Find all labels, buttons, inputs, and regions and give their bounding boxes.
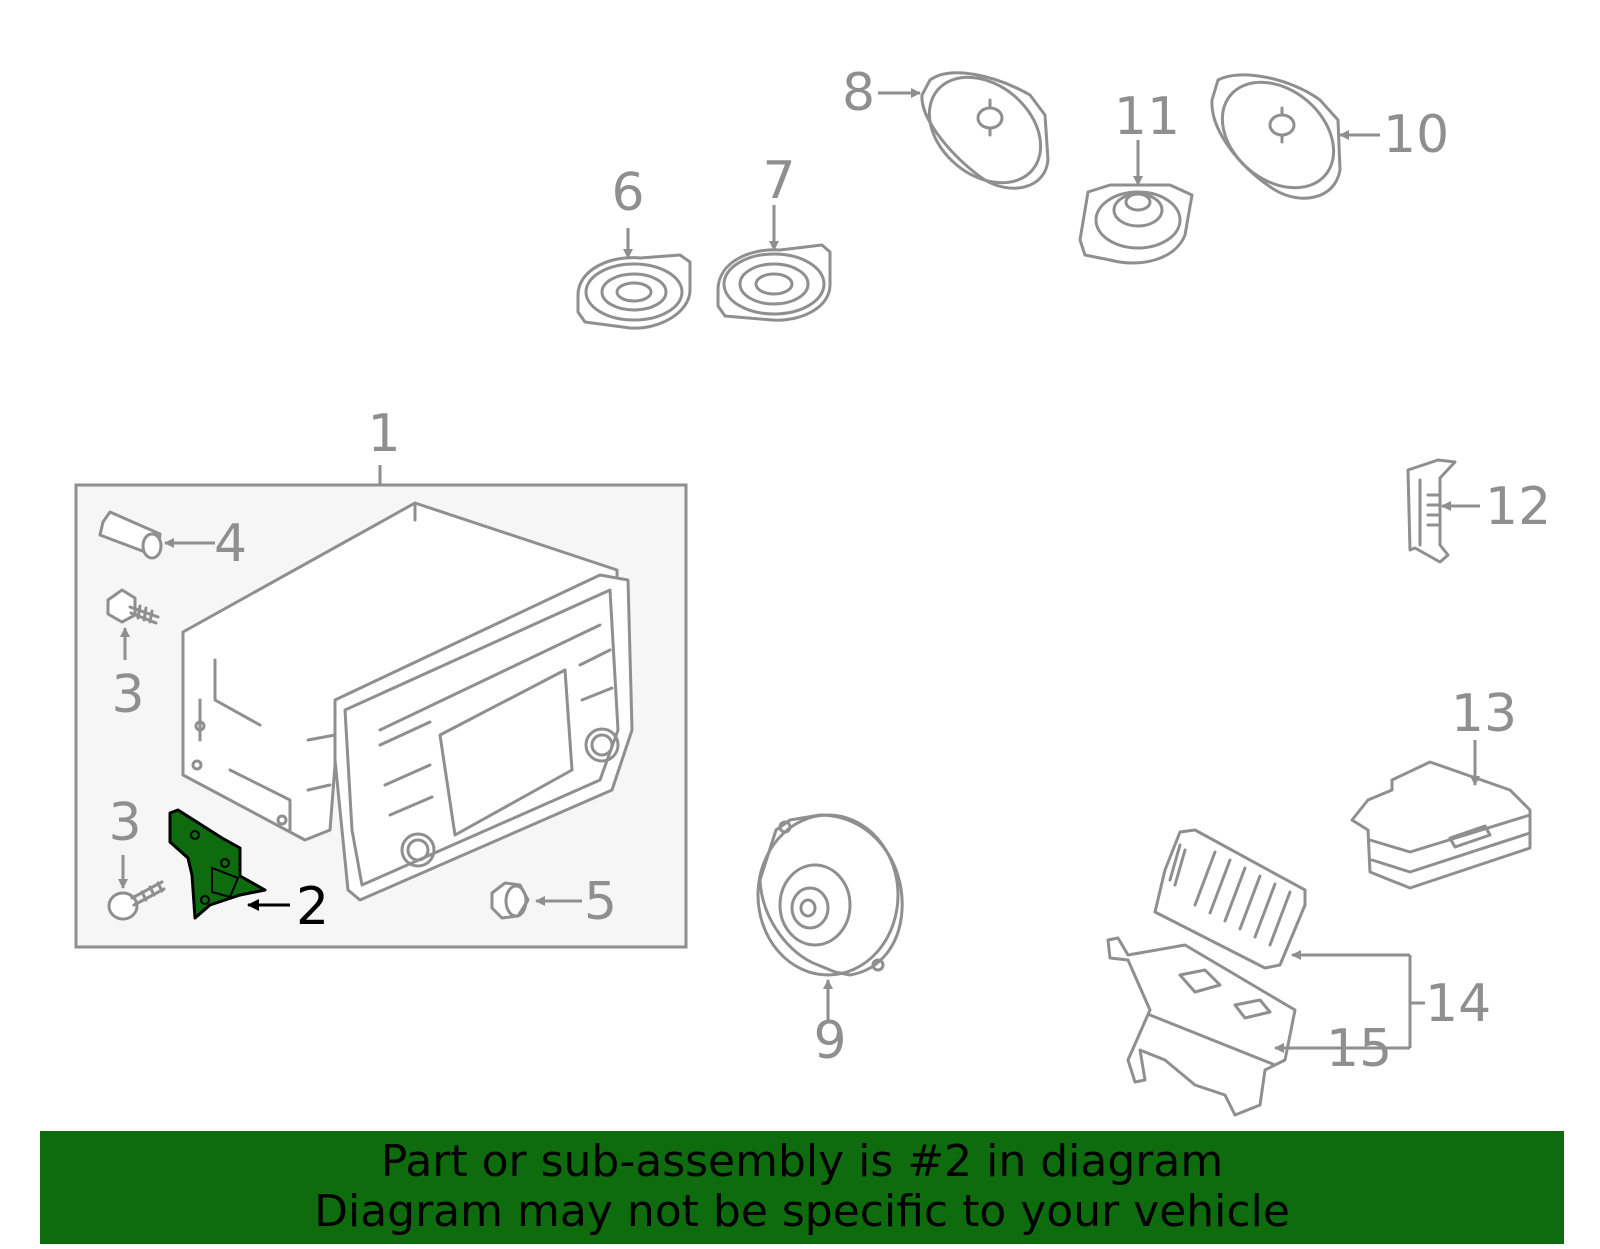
- banner-line-1: Part or sub-assembly is #2 in diagram: [380, 1136, 1224, 1187]
- callout-2: 2: [296, 877, 329, 937]
- callout-1: 1: [367, 404, 400, 464]
- info-banner: Part or sub-assembly is #2 in diagram Di…: [40, 1131, 1564, 1244]
- radio-head-unit: [181, 501, 634, 902]
- part-3-screw-lower: [107, 855, 166, 921]
- part-2-bracket-highlighted: [168, 808, 290, 920]
- part-6-tweeter: [576, 228, 692, 330]
- callout-4: 4: [214, 514, 247, 574]
- part-7-tweeter: [716, 205, 832, 322]
- callout-3-lower: 3: [108, 793, 141, 853]
- callout-bracket-14-15: [1274, 950, 1425, 1053]
- part-4-pin: [98, 510, 215, 560]
- part-15-bracket: [1106, 936, 1297, 1117]
- banner-line-2: Diagram may not be specific to your vehi…: [314, 1186, 1290, 1237]
- part-8-oval-speaker: [878, 71, 1050, 190]
- callout-12: 12: [1485, 477, 1551, 537]
- part-13-module: [1350, 740, 1532, 890]
- callout-6: 6: [611, 163, 644, 223]
- part-5-cap: [490, 881, 582, 920]
- part-9-woofer: [756, 813, 904, 1020]
- part-14-amplifier: [1153, 828, 1307, 970]
- callout-5: 5: [584, 872, 617, 932]
- callout-3-upper: 3: [111, 665, 144, 725]
- part-12-clip: [1406, 458, 1480, 564]
- part-3-screw-upper: [106, 588, 160, 660]
- part-11-tweeter: [1078, 140, 1194, 265]
- callout-8: 8: [842, 63, 875, 123]
- callout-9: 9: [813, 1011, 846, 1071]
- callout-15: 15: [1326, 1019, 1392, 1079]
- part-10-oval-speaker: [1210, 73, 1380, 200]
- callout-14: 14: [1425, 974, 1491, 1034]
- callout-11: 11: [1114, 87, 1180, 147]
- callout-7: 7: [762, 151, 795, 211]
- callout-10: 10: [1383, 105, 1449, 165]
- callout-13: 13: [1451, 684, 1517, 744]
